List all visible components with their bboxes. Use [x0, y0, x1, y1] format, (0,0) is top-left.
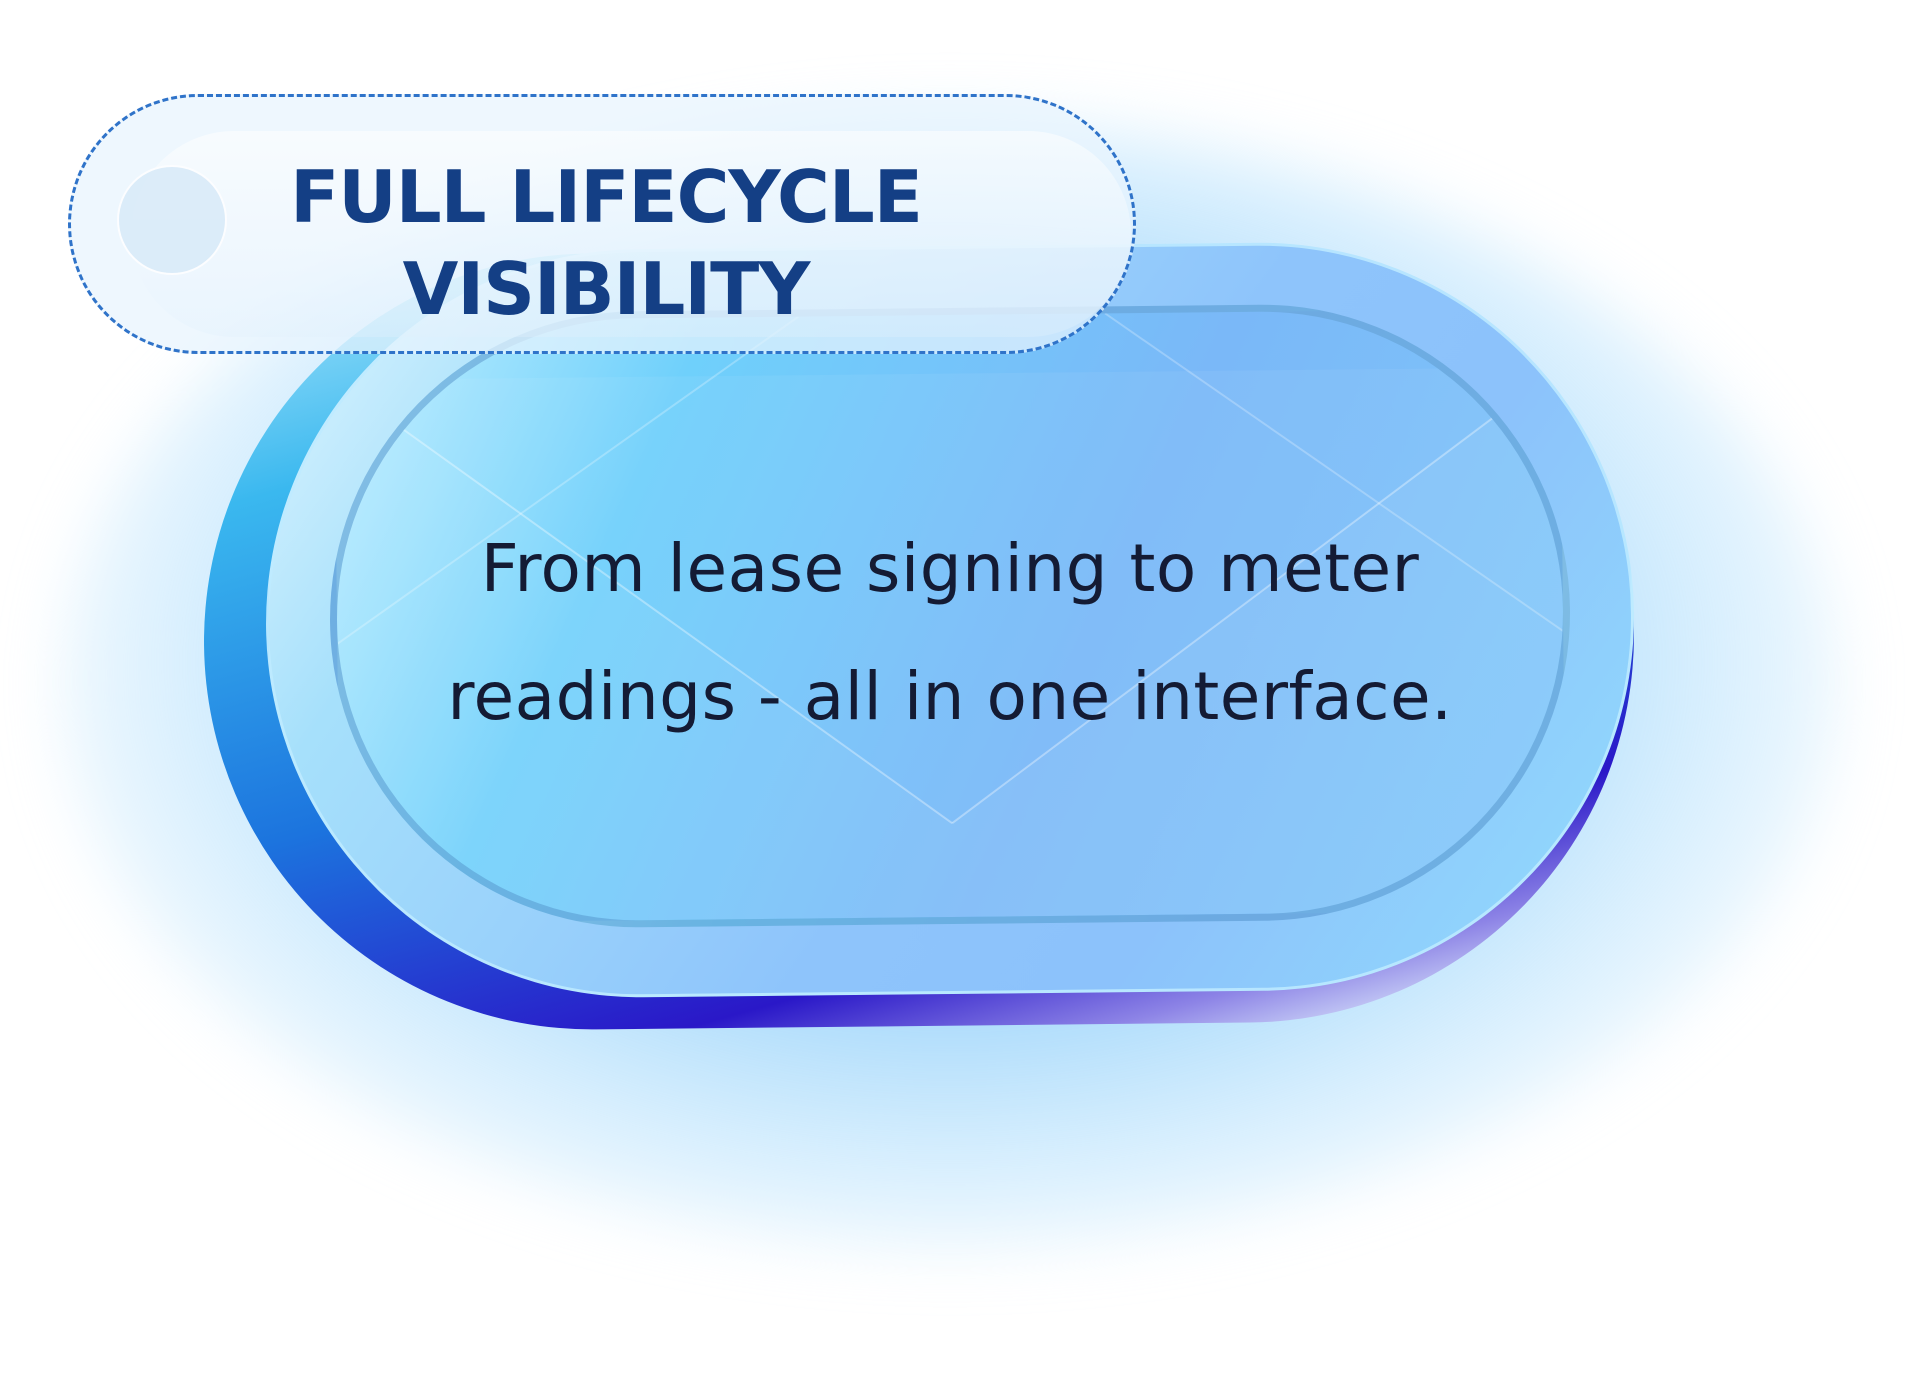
panel-facets [333, 312, 1567, 924]
badge-title: FULL LIFECYCLE VISIBILITY [71, 151, 1133, 335]
pill-inner-panel [326, 301, 1574, 931]
card-description-line-2: readings - all in one interface. [447, 658, 1453, 735]
badge-title-line-2: VISIBILITY [402, 247, 811, 331]
badge-sheen [131, 131, 1131, 337]
title-badge: FULL LIFECYCLE VISIBILITY [68, 94, 1136, 354]
card-description-line-1: From lease signing to meter [480, 530, 1420, 607]
card-description: From lease signing to meter readings - a… [340, 505, 1560, 761]
badge-orb-decoration [117, 165, 227, 275]
badge-title-line-1: FULL LIFECYCLE [290, 155, 923, 239]
